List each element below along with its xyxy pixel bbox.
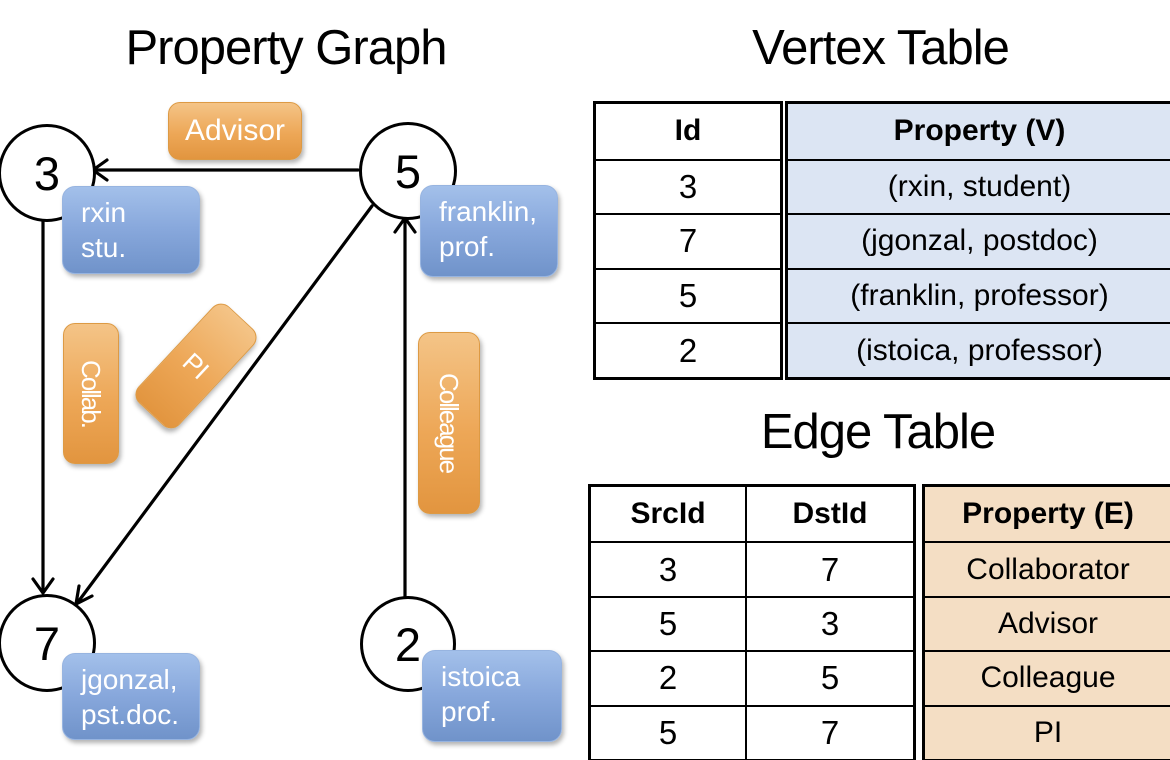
vertex-property-cell: (istoica, professor) xyxy=(788,322,1170,377)
vertex-id-cell: 3 xyxy=(596,158,780,214)
edge-property-cell: Collaborator xyxy=(925,541,1170,596)
edge-table-property-column: Property (E) Collaborator Advisor Collea… xyxy=(922,484,1170,760)
edge-srcid-header: SrcId xyxy=(591,487,745,542)
vertex-id-cell: 5 xyxy=(596,267,780,323)
edge-property-cell: PI xyxy=(925,704,1170,759)
node-2-property-box: istoica prof. xyxy=(422,650,562,742)
vertex-table-title: Vertex Table xyxy=(752,21,1010,75)
vertex-id-header: Id xyxy=(596,104,780,159)
node-7-property-line2: pst.doc. xyxy=(81,699,180,731)
node-3-property-line1: rxin xyxy=(81,197,127,228)
edge-srcid-cell: 2 xyxy=(591,650,745,705)
graph-edges-layer xyxy=(31,158,417,607)
vertex-table-property-column: Property (V) (rxin, student) (jgonzal, p… xyxy=(785,101,1170,380)
vertex-id-cell: 2 xyxy=(596,322,780,377)
edge-property-header: Property (E) xyxy=(925,487,1170,542)
node-5-property-line1: franklin, xyxy=(439,196,538,227)
node-2-id: 2 xyxy=(394,617,422,671)
node-7-property-box: jgonzal, pst.doc. xyxy=(62,653,200,740)
vertex-table-id-column: Id 3 7 5 2 xyxy=(593,101,783,380)
edge-dstid-cell: 3 xyxy=(745,595,913,651)
vertex-property-cell: (rxin, student) xyxy=(788,158,1170,214)
edge-dstid-cell: 7 xyxy=(745,704,913,759)
edge-srcid-cell: 5 xyxy=(591,704,745,759)
node-5-property-box: franklin, prof. xyxy=(420,185,558,277)
vertex-property-cell: (jgonzal, postdoc) xyxy=(788,213,1170,268)
vertex-property-header: Property (V) xyxy=(788,104,1170,159)
edge-3-7-arrowhead-icon xyxy=(31,577,55,596)
node-5-property-line2: prof. xyxy=(439,231,496,263)
edge-label-advisor: Advisor xyxy=(168,102,302,160)
edge-srcid-cell: 5 xyxy=(591,595,745,651)
edge-srcid-cell: 3 xyxy=(591,541,745,596)
node-2-property-line2: prof. xyxy=(441,696,498,728)
edge-label-colleague: Colleague xyxy=(418,332,480,514)
edge-dstid-header: DstId xyxy=(745,487,913,542)
property-graph-title: Property Graph xyxy=(125,21,448,75)
node-3-property-box: rxin stu. xyxy=(62,186,200,274)
node-7-property-line1: jgonzal, xyxy=(81,664,178,695)
edge-table-ids-block: SrcId DstId 3 7 5 3 2 5 5 7 xyxy=(588,484,916,760)
node-3-id: 3 xyxy=(33,146,61,200)
node-3-property-line2: stu. xyxy=(81,232,127,264)
vertex-property-cell: (franklin, professor) xyxy=(788,267,1170,323)
edge-5-7-line xyxy=(76,204,374,604)
node-5-id: 5 xyxy=(394,144,422,198)
node-7-id: 7 xyxy=(33,616,61,670)
edge-table-title: Edge Table xyxy=(760,405,996,459)
edge-dstid-cell: 7 xyxy=(745,541,913,596)
edge-property-cell: Advisor xyxy=(925,595,1170,651)
vertex-id-cell: 7 xyxy=(596,213,780,268)
graph-node-2: 2 xyxy=(360,596,456,692)
edge-label-collab: Collab. xyxy=(63,323,119,464)
edge-property-cell: Colleague xyxy=(925,650,1170,705)
edge-dstid-cell: 5 xyxy=(745,650,913,705)
node-2-property-line1: istoica xyxy=(441,661,521,692)
